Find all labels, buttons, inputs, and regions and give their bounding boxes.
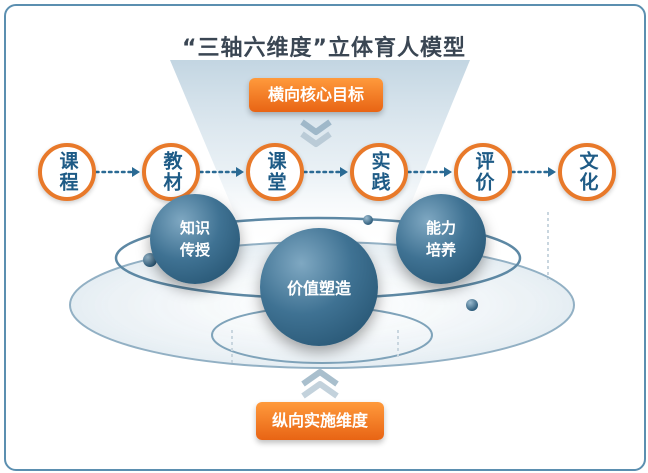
small-sphere bbox=[466, 299, 478, 311]
node-classroom: 课堂 bbox=[246, 143, 304, 201]
sphere-knowledge: 知识 传授 bbox=[150, 194, 240, 284]
node-label: 课堂 bbox=[264, 151, 287, 193]
node-practice: 实践 bbox=[350, 143, 408, 201]
horizontal-goal-label: 横向核心目标 bbox=[249, 78, 383, 112]
node-culture: 文化 bbox=[558, 143, 616, 201]
small-sphere bbox=[363, 215, 373, 225]
vertical-beam bbox=[170, 60, 470, 250]
sphere-ability: 能力 培养 bbox=[396, 194, 486, 284]
chevron-up-icon bbox=[301, 369, 339, 399]
node-label: 文化 bbox=[576, 151, 599, 193]
vertical-dimension-label: 纵向实施维度 bbox=[256, 402, 384, 440]
node-label: 评价 bbox=[472, 151, 495, 193]
diagram-title: “三轴六维度”立体育人模型 bbox=[182, 36, 466, 61]
node-label: 课程 bbox=[56, 151, 79, 193]
node-evaluation: 评价 bbox=[454, 143, 512, 201]
node-course: 课程 bbox=[38, 143, 96, 201]
sphere-values: 价值塑造 bbox=[260, 228, 378, 346]
chevron-down-icon bbox=[300, 119, 332, 147]
node-label: 实践 bbox=[368, 151, 391, 193]
node-label: 教材 bbox=[160, 151, 183, 193]
node-textbook: 教材 bbox=[142, 143, 200, 201]
arrow-heads bbox=[132, 167, 556, 177]
